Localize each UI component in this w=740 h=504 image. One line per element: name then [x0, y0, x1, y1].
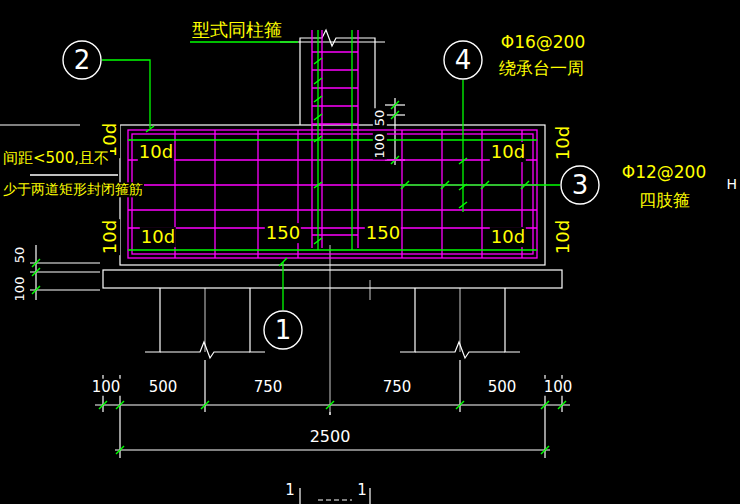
rebar-note: Φ16@200	[500, 33, 586, 52]
dimension-text: 1	[356, 482, 368, 499]
callout-circle: 1	[263, 310, 303, 350]
rebar-note: 10d	[100, 219, 120, 255]
rebar-note: 四肢箍	[638, 191, 691, 210]
callout-number: 4	[443, 40, 483, 80]
dimension-text: 50	[373, 109, 387, 128]
dimension-text: 100	[373, 133, 387, 160]
callout-circle: 3	[560, 165, 600, 205]
dimension-text: 1	[284, 482, 296, 499]
dimension-text: 100	[13, 276, 27, 303]
rebar-note: 10d	[553, 125, 573, 161]
rebar-note: 10d	[553, 219, 573, 255]
dimension-text: 50	[13, 246, 27, 265]
dimension-text: 100	[91, 379, 122, 396]
callout-number: 3	[560, 165, 600, 205]
rebar-note: 10d	[140, 227, 176, 247]
callout-circle: 2	[62, 40, 102, 80]
dimension-text: H	[725, 177, 738, 192]
callout-number: 1	[263, 310, 303, 350]
dimension-text: 500	[148, 379, 179, 396]
dimension-text: 750	[382, 379, 413, 396]
rebar-note: 间距<500,且不	[2, 150, 110, 167]
callout-circle: 4	[443, 40, 483, 80]
rebar-note: 10d	[490, 142, 526, 162]
dimension-text: 750	[253, 379, 284, 396]
rebar-note: 10d	[138, 142, 174, 162]
rebar-note: 10d	[490, 227, 526, 247]
rebar-note: 150	[365, 223, 401, 243]
dimension-text: 100	[543, 379, 574, 396]
rebar-note: 少于两道矩形封闭箍筋	[2, 182, 144, 197]
rebar-note: Φ12@200	[621, 163, 707, 182]
callout-number: 2	[62, 40, 102, 80]
rebar-note: 绕承台一周	[498, 59, 585, 78]
dimension-text: 2500	[309, 428, 352, 446]
rebar-note: 150	[265, 223, 301, 243]
rebar-note: 型式同柱箍	[191, 20, 283, 40]
dimension-text: 500	[487, 379, 518, 396]
